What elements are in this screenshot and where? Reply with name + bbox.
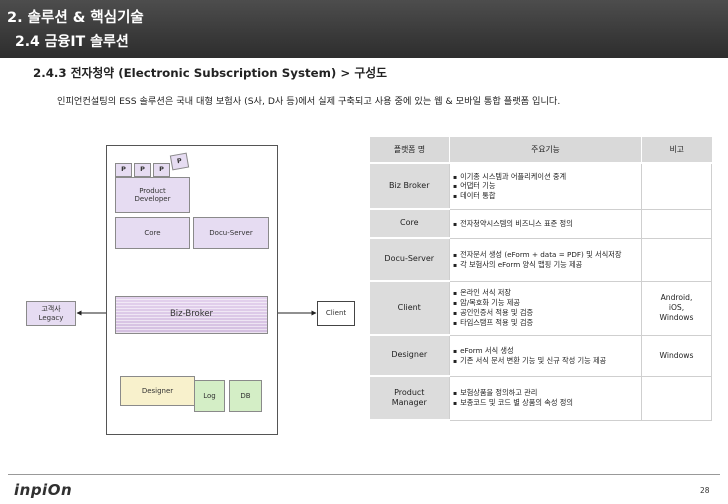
platform-name: Biz Broker	[369, 163, 450, 210]
platform-table: 플랫폼 명 주요기능 비고 Biz Broker 이기종 시스템과 어플리케이션…	[369, 137, 712, 421]
platform-features: 이기종 시스템과 어플리케이션 중계 어댑터 기능 데이터 통합	[449, 162, 642, 210]
designer-box: Designer	[120, 376, 195, 406]
platform-features: 전자청약시스템의 비즈니스 표준 정의	[449, 208, 642, 239]
feature-item: 전자문서 생성 (eForm + data = PDF) 및 서식저장	[453, 250, 638, 260]
footer-divider	[8, 474, 720, 475]
table-row: Docu-Server 전자문서 생성 (eForm + data = PDF)…	[369, 237, 712, 282]
table-header-row: 플랫폼 명 주요기능 비고	[369, 137, 712, 164]
p-box-tilted: P	[169, 152, 190, 171]
platform-note	[641, 375, 712, 421]
subsection-title: 2.4 금융IT 솔루션	[15, 34, 129, 50]
platform-note: Windows	[641, 334, 712, 377]
feature-item: 기존 서식 문서 변환 기능 및 신규 작성 기능 제공	[453, 356, 638, 366]
feature-item: eForm 서식 생성	[453, 346, 638, 356]
feature-item: 암/복호화 기능 제공	[453, 298, 638, 308]
header-platform: 플랫폼 명	[369, 137, 450, 164]
feature-item: 타임스탬프 적용 및 검증	[453, 318, 638, 328]
core-box: Core	[115, 217, 190, 249]
client-box: Client	[317, 301, 355, 326]
section-title: 2. 솔루션 & 핵심기술	[7, 10, 144, 26]
inpion-logo: inpiOn	[14, 481, 73, 499]
platform-note	[641, 162, 712, 210]
platform-note	[641, 237, 712, 282]
platform-features: 온라인 서식 저장 암/복호화 기능 제공 공인인증서 적용 및 검증 타임스탬…	[449, 280, 642, 336]
p-box-2: P	[134, 163, 151, 177]
feature-item: 이기종 시스템과 어플리케이션 중계	[453, 172, 638, 182]
header-note: 비고	[641, 137, 712, 164]
platform-note: Android, iOS, Windows	[641, 280, 712, 336]
log-box: Log	[194, 380, 225, 412]
description-text: 인피언컨설팅의 ESS 솔루션은 국내 대형 보험사 (S사, D사 등)에서 …	[57, 96, 561, 107]
platform-note	[641, 208, 712, 239]
system-frame: P P P P Product Developer Core Docu-Serv…	[106, 145, 278, 435]
feature-item: 보험상품을 정의하고 관리	[453, 388, 638, 398]
platform-name: Core	[369, 209, 450, 239]
page-number: 28	[700, 486, 710, 495]
feature-item: 어댑터 기능	[453, 181, 638, 191]
header-features: 주요기능	[449, 137, 642, 164]
feature-item: 온라인 서식 저장	[453, 288, 638, 298]
platform-features: 보험상품을 정의하고 관리 보종코드 및 코드 별 상품의 속성 정의	[449, 375, 642, 421]
product-developer-box: Product Developer	[115, 177, 190, 213]
table-row: Designer eForm 서식 생성 기존 서식 문서 변환 기능 및 신규…	[369, 334, 712, 377]
platform-features: 전자문서 생성 (eForm + data = PDF) 및 서식저장 각 보험…	[449, 237, 642, 282]
feature-item: 공인인증서 적용 및 검증	[453, 308, 638, 318]
feature-item: 전자청약시스템의 비즈니스 표준 정의	[453, 219, 638, 229]
p-box-3: P	[153, 163, 170, 177]
header-band	[0, 0, 728, 58]
platform-name: Client	[369, 281, 450, 336]
platform-features: eForm 서식 생성 기존 서식 문서 변환 기능 및 신규 작성 기능 제공	[449, 334, 642, 377]
table-row: Biz Broker 이기종 시스템과 어플리케이션 중계 어댑터 기능 데이터…	[369, 162, 712, 210]
table-row: Client 온라인 서식 저장 암/복호화 기능 제공 공인인증서 적용 및 …	[369, 280, 712, 336]
docu-server-box: Docu-Server	[193, 217, 269, 249]
biz-broker-box: Biz-Broker	[115, 296, 268, 334]
feature-item: 각 보험사의 eForm 양식 맵핑 기능 제공	[453, 260, 638, 270]
page-subtitle: 2.4.3 전자청약 (Electronic Subscription Syst…	[33, 66, 387, 80]
table-row: Product Manager 보험상품을 정의하고 관리 보종코드 및 코드 …	[369, 375, 712, 421]
platform-name: Designer	[369, 335, 450, 377]
feature-item: 보종코드 및 코드 별 상품의 속성 정의	[453, 398, 638, 408]
feature-item: 데이터 통합	[453, 191, 638, 201]
db-box: DB	[229, 380, 262, 412]
table-row: Core 전자청약시스템의 비즈니스 표준 정의	[369, 208, 712, 239]
platform-name: Docu-Server	[369, 238, 450, 282]
p-box-1: P	[115, 163, 132, 177]
platform-name: Product Manager	[369, 376, 450, 421]
legacy-box: 고객사 Legacy	[26, 301, 76, 326]
